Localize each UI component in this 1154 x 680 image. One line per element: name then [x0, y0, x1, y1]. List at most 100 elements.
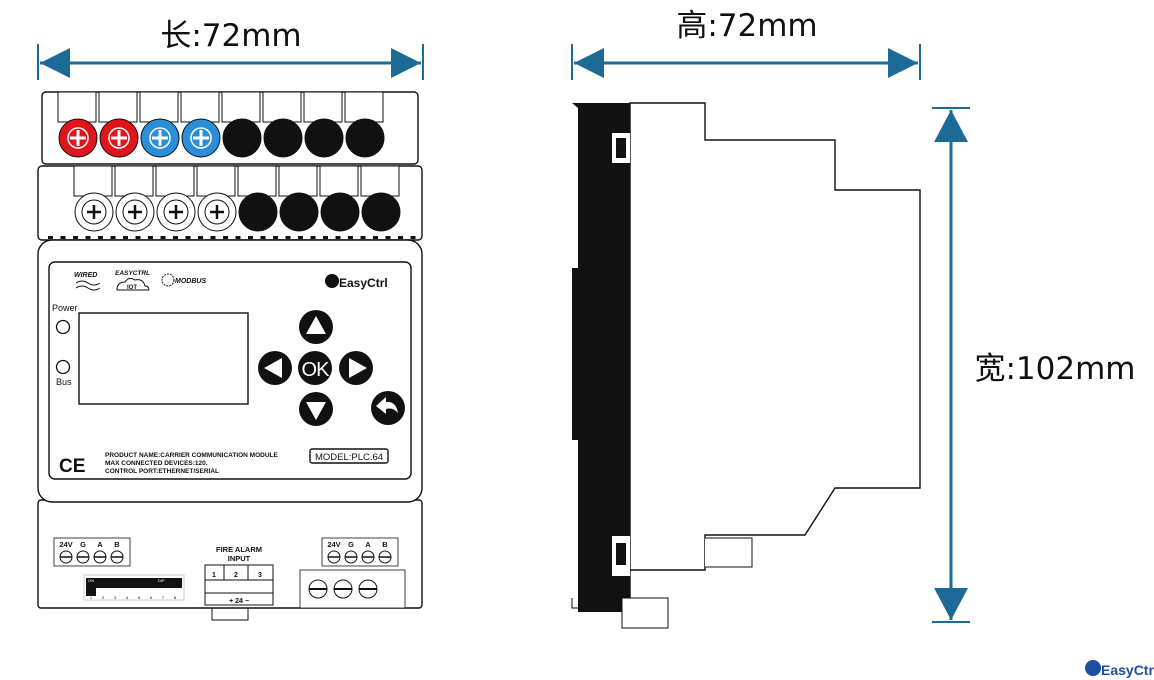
fire-pin-3: 3 — [258, 572, 262, 579]
logo-iot: IOT — [127, 285, 137, 291]
screw-icon — [358, 579, 378, 599]
dip-number: 3 — [114, 595, 117, 600]
power-led — [55, 319, 71, 335]
triangle-left-icon — [264, 358, 282, 378]
max-devices-text: MAX CONNECTED DEVICES:120. — [105, 460, 208, 467]
fire-alarm-connector — [204, 564, 274, 606]
control-port-text: CONTROL PORT:ETHERNET/SERIAL — [105, 468, 219, 475]
dip-on-label: ON — [88, 578, 94, 583]
dip-switch[interactable]: ON DIP 1 2 3 4 5 6 7 8 — [83, 574, 185, 601]
screw-terminal[interactable] — [197, 192, 237, 232]
wireless-wave-icon — [75, 280, 101, 291]
screw-terminal[interactable] — [156, 192, 196, 232]
screw-terminal[interactable] — [263, 118, 303, 158]
fire-alarm-subtitle: INPUT — [228, 554, 251, 563]
screw-terminal[interactable] — [99, 118, 139, 158]
terminal-label: B — [382, 540, 388, 549]
screw-terminal[interactable] — [74, 192, 114, 232]
dip-label: DIP — [158, 578, 165, 583]
terminal-label: A — [97, 540, 103, 549]
length-label: 长:72mm — [160, 18, 301, 54]
terminal-label: 24V — [59, 540, 72, 549]
terminal-label: 24V — [327, 540, 340, 549]
terminal-label: A — [365, 540, 371, 549]
screw-icon — [76, 550, 90, 564]
arrow-down-icon — [934, 588, 968, 620]
screw-terminal[interactable] — [58, 118, 98, 158]
fire-pin-1: 1 — [212, 572, 216, 579]
dip-number: 8 — [174, 595, 177, 600]
arrow-up-icon — [934, 110, 968, 142]
screw-terminal[interactable] — [304, 118, 344, 158]
logo-easyctrl: EASYCTRL — [115, 270, 150, 277]
screw-icon — [361, 550, 375, 564]
brand-logo: EasyCtrl — [325, 274, 388, 290]
arrow-right-icon — [391, 48, 421, 78]
return-arrow-icon — [376, 397, 398, 414]
power-terminals — [308, 579, 378, 599]
down-button[interactable] — [299, 392, 333, 426]
dip-number: 1 — [90, 595, 93, 600]
fire-alarm-title: FIRE ALARM — [216, 545, 262, 554]
screw-icon — [344, 550, 358, 564]
power-led-label: Power — [52, 303, 78, 313]
screw-icon — [59, 550, 73, 564]
right-button[interactable] — [339, 351, 373, 385]
front-view: WIRED EASYCTRL IOT MODBUS EasyCtrl Power… — [37, 91, 423, 621]
ce-mark: CE — [59, 456, 85, 477]
logo-modbus: MODBUS — [175, 278, 206, 285]
screw-terminal[interactable] — [181, 118, 221, 158]
triangle-up-icon — [306, 316, 326, 334]
terminal-label: G — [80, 540, 86, 549]
model-text: MODEL:PLC.64 — [315, 452, 383, 463]
screw-icon — [93, 550, 107, 564]
ok-button[interactable]: OK — [298, 351, 332, 385]
top-terminal-row — [57, 91, 385, 158]
modbus-gear-icon — [161, 273, 175, 287]
triangle-right-icon — [349, 358, 367, 378]
width-dimension: 宽:102mm — [932, 107, 1136, 623]
footer-brand-logo: EasyCtrl — [1085, 660, 1154, 678]
fire-power-label: + 24 − — [229, 598, 249, 605]
back-button[interactable] — [371, 391, 405, 425]
bus-led-label: Bus — [56, 377, 72, 387]
svg-text:EasyCtrl: EasyCtrl — [339, 276, 388, 290]
screw-terminal[interactable] — [361, 192, 401, 232]
width-label: 宽:102mm — [974, 351, 1135, 387]
left-button[interactable] — [258, 351, 292, 385]
dip-number: 4 — [126, 595, 129, 600]
triangle-down-icon — [306, 402, 326, 420]
height-dimension: 高:72mm — [571, 8, 921, 80]
screw-icon — [378, 550, 392, 564]
lcd-display — [78, 312, 249, 405]
fire-pin-2: 2 — [234, 572, 238, 579]
screw-terminal[interactable] — [279, 192, 319, 232]
screw-terminal[interactable] — [222, 118, 262, 158]
side-view — [571, 102, 921, 629]
screw-terminal[interactable] — [238, 192, 278, 232]
arrow-left-icon — [40, 48, 70, 78]
arrow-right-icon — [888, 48, 918, 78]
screw-terminal[interactable] — [320, 192, 360, 232]
model-badge — [309, 448, 389, 464]
dip-number: 5 — [138, 595, 141, 600]
logo-wired: WIRED — [74, 272, 97, 279]
screw-terminal[interactable] — [345, 118, 385, 158]
terminal-label: B — [114, 540, 120, 549]
cloud-icon — [116, 277, 150, 291]
dip-number: 2 — [102, 595, 105, 600]
up-button[interactable] — [299, 310, 333, 344]
screw-terminal[interactable] — [140, 118, 180, 158]
dip-number: 6 — [150, 595, 153, 600]
screw-terminal[interactable] — [115, 192, 155, 232]
dip-number: 7 — [162, 595, 165, 600]
length-dimension: 长:72mm — [37, 18, 424, 80]
svg-text:OK: OK — [302, 359, 331, 381]
svg-text:EasyCtrl: EasyCtrl — [1101, 662, 1154, 678]
screw-icon — [327, 550, 341, 564]
bus-led — [55, 359, 71, 375]
screw-icon — [110, 550, 124, 564]
height-label: 高:72mm — [676, 8, 817, 44]
terminal-label: G — [348, 540, 354, 549]
